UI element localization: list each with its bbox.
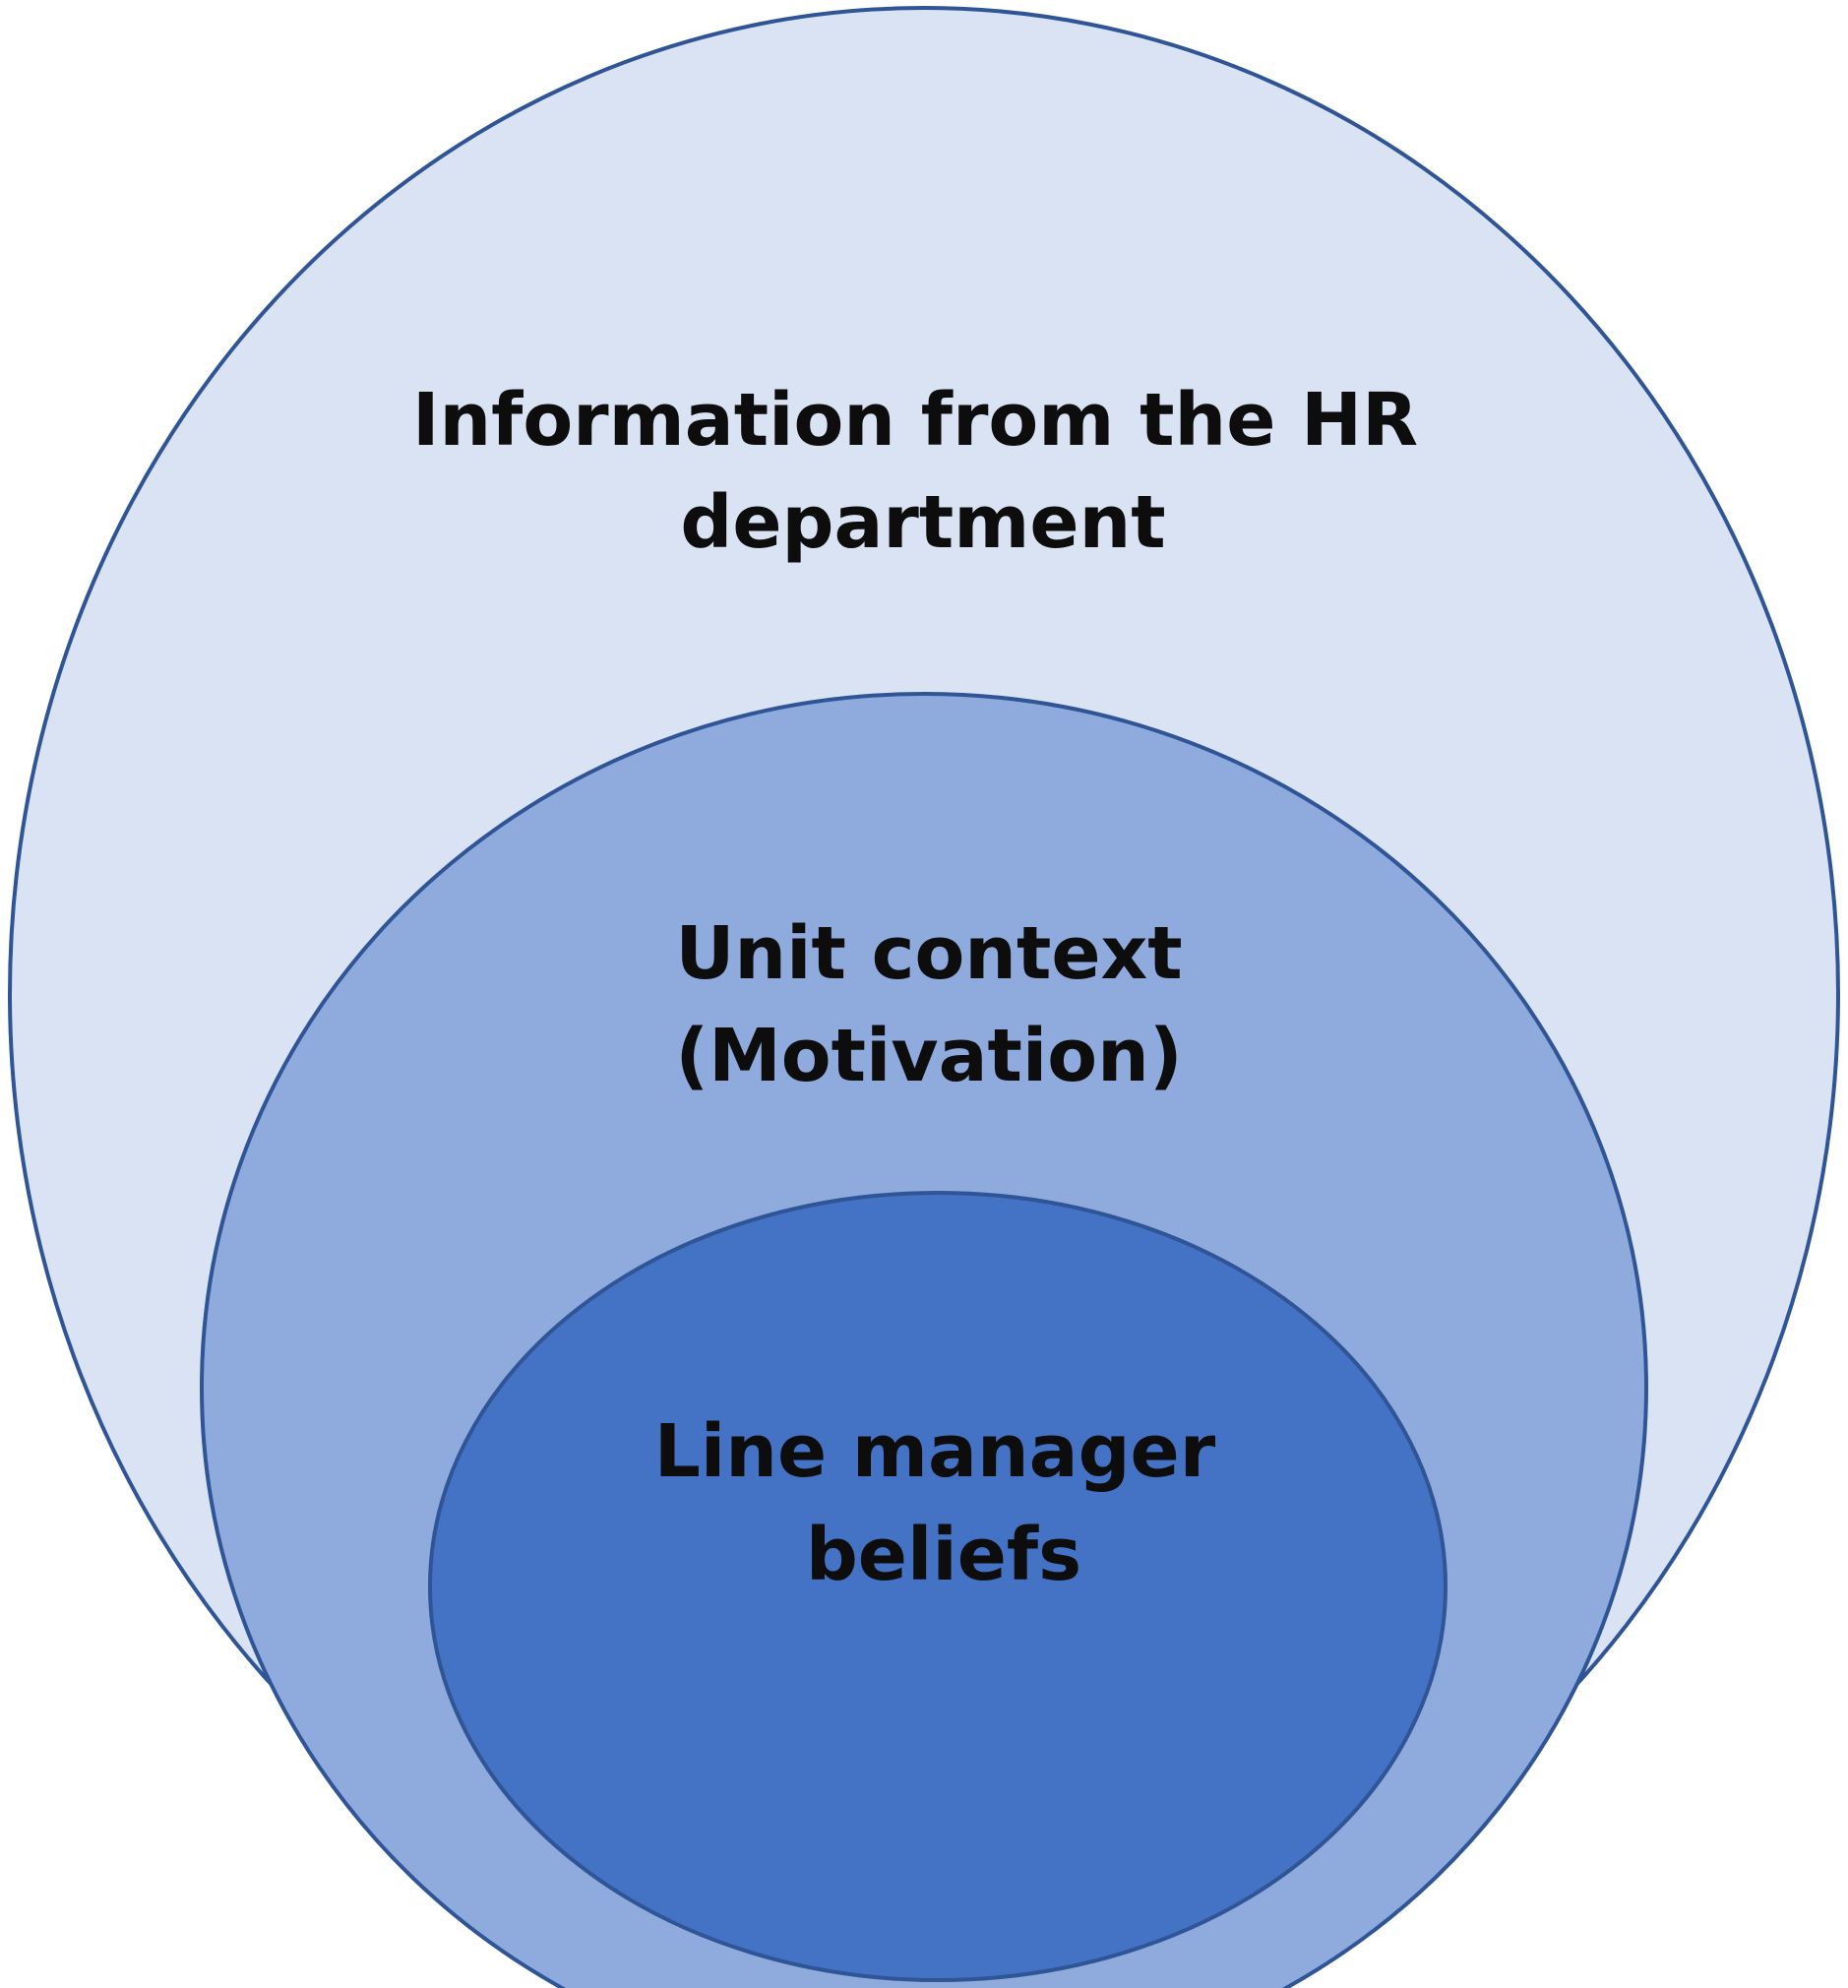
inner-ellipse-line-manager-beliefs bbox=[428, 1191, 1448, 1982]
inner-label-line-2: beliefs bbox=[806, 1513, 1081, 1597]
outer-label-line-2: department bbox=[680, 480, 1165, 565]
middle-label-line-2: (Motivation) bbox=[675, 1014, 1182, 1098]
inner-label-line-1: Line manager bbox=[654, 1409, 1216, 1494]
middle-label-line-1: Unit context bbox=[675, 911, 1182, 996]
outer-label-line-1: Information from the HR bbox=[412, 378, 1418, 463]
